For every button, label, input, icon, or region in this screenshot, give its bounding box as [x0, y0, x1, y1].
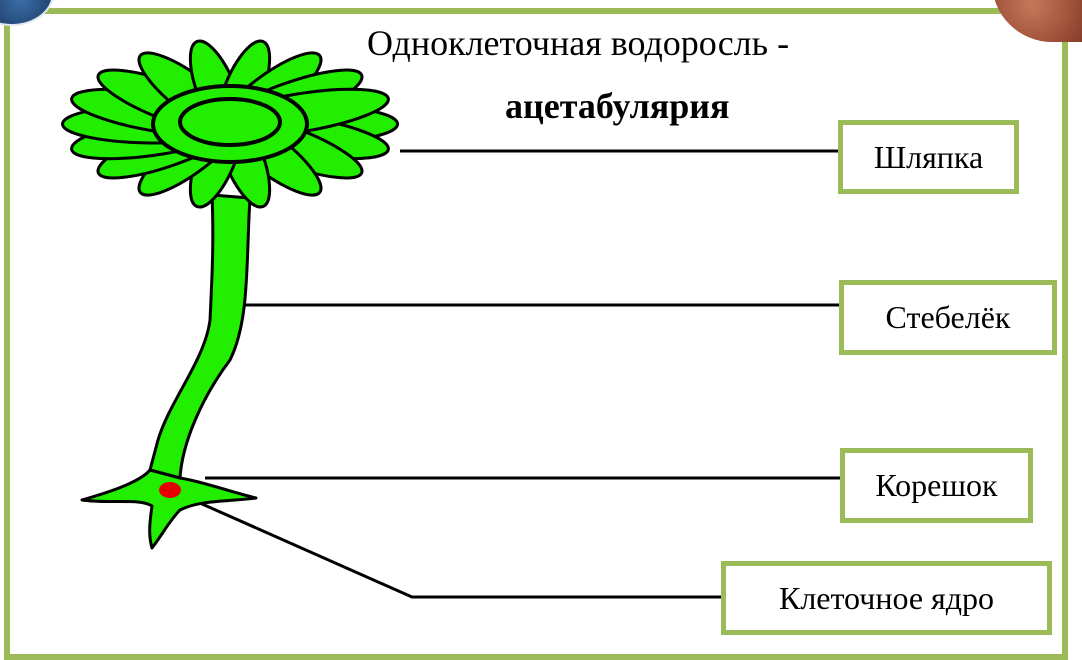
plant-stalk [148, 193, 252, 480]
leader-line-nucleus [174, 490, 722, 599]
cap-center-inner [178, 97, 282, 147]
label-stalk: Стебелёк [839, 280, 1057, 355]
label-nucleus: Клеточное ядро [721, 561, 1052, 635]
title-line-2: ацетабулярия [505, 86, 730, 126]
label-root: Корешок [840, 448, 1033, 523]
nucleus-dot [159, 482, 181, 498]
title-line-1: Одноклеточная водоросль - [367, 23, 790, 63]
plant-root [80, 468, 258, 550]
label-cap: Шляпка [838, 120, 1019, 194]
